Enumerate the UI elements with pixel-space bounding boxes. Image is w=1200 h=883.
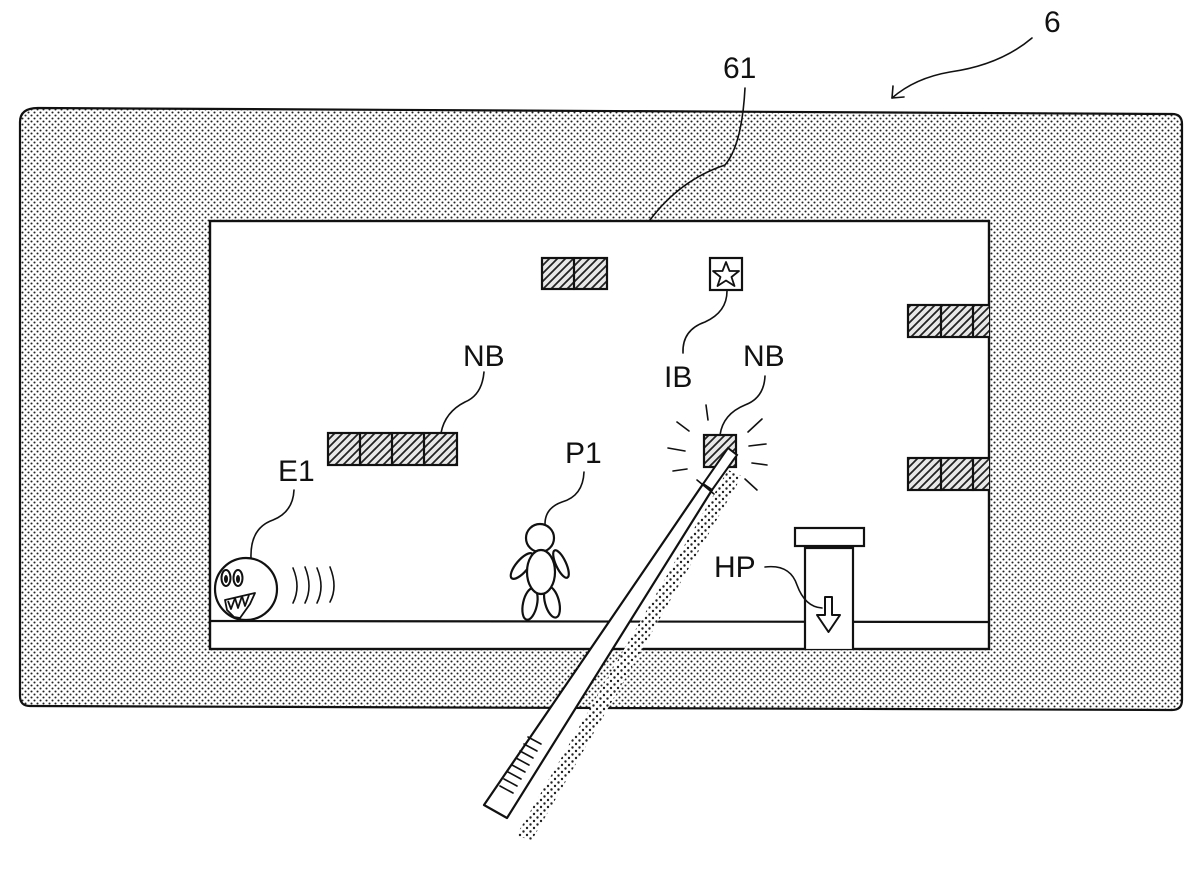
label-normal-block-touched: NB [743,340,785,373]
label-screen-ref: 61 [723,52,756,85]
block-row-right-lower [908,458,1003,490]
label-enemy: E1 [278,455,315,488]
block-row-left [328,433,457,465]
block-row-right-upper [908,305,1003,337]
label-normal-block-left: NB [463,340,505,373]
ground [210,621,989,622]
label-player: P1 [565,437,602,470]
block-row-top [542,258,607,289]
label-item-block: IB [664,361,692,394]
hole-pipe[interactable] [795,528,864,650]
leader-device [892,38,1032,98]
player-body [527,550,555,594]
player-head [526,524,554,552]
item-block[interactable] [710,258,742,290]
label-hole-pipe: HP [714,551,756,584]
label-device-ref: 6 [1044,6,1061,39]
